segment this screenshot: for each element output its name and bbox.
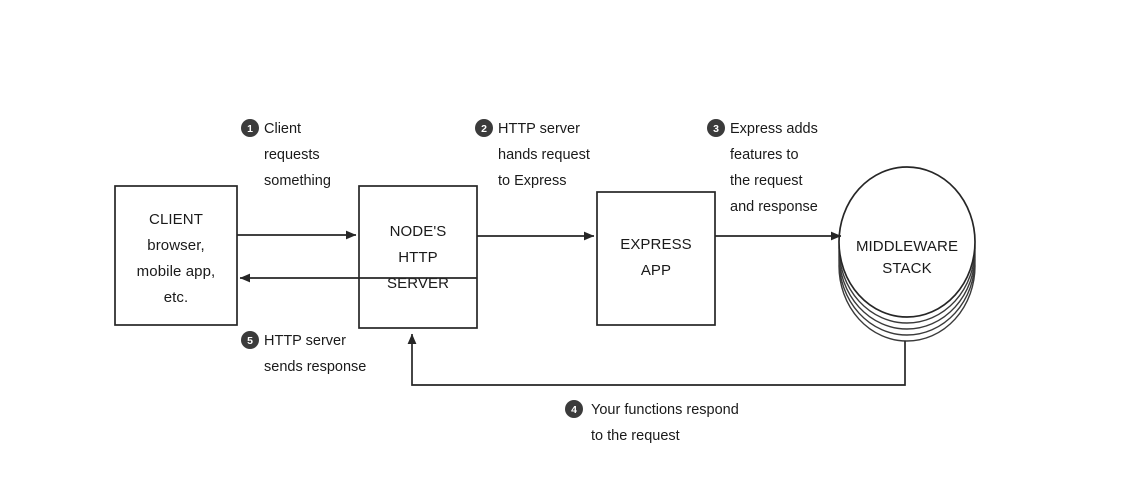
- step-4-badge-number: 4: [571, 404, 577, 416]
- client-box: CLIENT browser, mobile app, etc.: [114, 185, 238, 326]
- node-http-server-box: NODE'S HTTP SERVER: [358, 185, 478, 329]
- step-3-line-1: Express adds: [730, 121, 818, 137]
- step-1-badge-circle: [241, 119, 259, 137]
- step-5-badge-number: 5: [247, 335, 253, 347]
- step-2-badge-number: 2: [481, 123, 487, 135]
- node-http-server-label-line-2: HTTP: [398, 249, 438, 266]
- step-3-badge-number: 3: [713, 123, 719, 135]
- middleware-stack-layer-1: [838, 166, 976, 318]
- client-label-line-1: CLIENT: [149, 211, 203, 228]
- middleware-stack-label-line-1: MIDDLEWARE: [856, 238, 958, 255]
- step-2-http-server-hands-request: 2 HTTP server hands request to Express: [475, 119, 590, 189]
- step-1-line-2: requests: [264, 147, 320, 163]
- node-http-server-label-line-1: NODE'S: [390, 223, 447, 240]
- step-1-client-requests: 1 Client requests something: [241, 119, 331, 189]
- express-app-label-line-2: APP: [641, 262, 671, 279]
- step-2-line-1: HTTP server: [498, 121, 580, 137]
- express-app-rect: [596, 191, 716, 326]
- step-4-badge-circle: [565, 400, 583, 418]
- middleware-stack-label-line-2: STACK: [882, 260, 931, 277]
- step-5-http-server-sends-response: 5 HTTP server sends response: [241, 331, 366, 375]
- step-1-line-1: Client: [264, 121, 301, 137]
- step-3-line-3: the request: [730, 173, 803, 189]
- client-label-line-4: etc.: [164, 289, 189, 306]
- client-label-line-3: mobile app,: [137, 263, 216, 280]
- step-3-express-adds-features: 3 Express adds features to the request a…: [707, 119, 818, 215]
- step-3-badge-circle: [707, 119, 725, 137]
- step-5-line-2: sends response: [264, 359, 366, 375]
- step-1-badge-number: 1: [247, 123, 253, 135]
- step-3-line-4: and response: [730, 199, 818, 215]
- node-http-server-label-line-3: SERVER: [387, 275, 449, 292]
- step-1-line-3: something: [264, 173, 331, 189]
- middleware-stack-shape: MIDDLEWARE STACK: [838, 166, 976, 342]
- client-box-rect: [114, 185, 238, 326]
- step-4-line-1: Your functions respond: [591, 402, 739, 418]
- step-3-line-2: features to: [730, 147, 799, 163]
- client-label-line-2: browser,: [147, 237, 205, 254]
- step-2-line-2: hands request: [498, 147, 590, 163]
- step-2-line-3: to Express: [498, 173, 567, 189]
- middleware-to-node-return-arrow: [407, 333, 906, 386]
- step-2-badge-circle: [475, 119, 493, 137]
- step-5-line-1: HTTP server: [264, 333, 346, 349]
- step-4-line-2: to the request: [591, 428, 680, 444]
- step-5-badge-circle: [241, 331, 259, 349]
- express-app-label-line-1: EXPRESS: [620, 236, 692, 253]
- node-http-server-rect: [358, 185, 478, 329]
- step-4-your-functions-respond: 4 Your functions respond to the request: [565, 400, 739, 444]
- express-app-box: EXPRESS APP: [596, 191, 716, 326]
